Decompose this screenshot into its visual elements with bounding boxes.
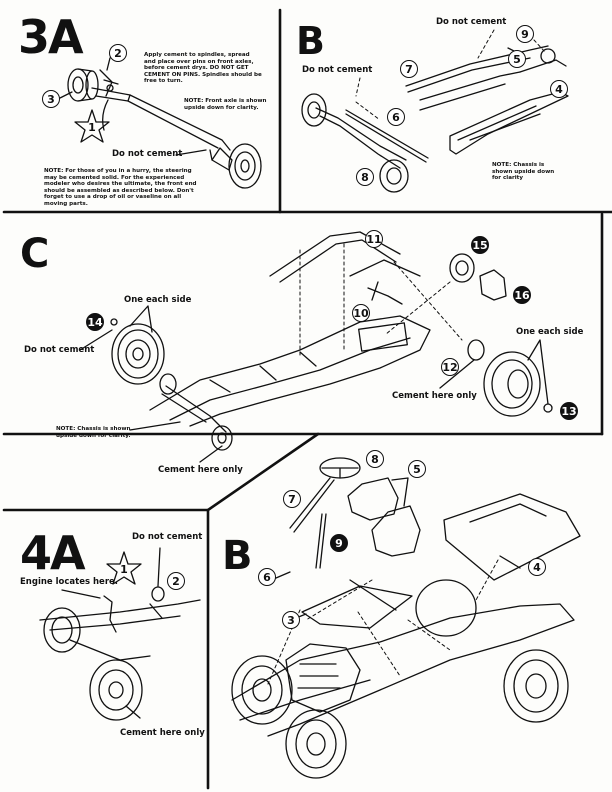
panel-3a-drawing (59, 57, 262, 189)
part-8-callout: 8 (356, 168, 374, 186)
panel-3b-drawing (301, 29, 569, 193)
part-1-star (74, 109, 110, 143)
panel-3b-do-not-cement-left: Do not cement (302, 65, 373, 75)
part-2-4a-callout: 2 (167, 572, 185, 590)
panel-3a-note-axle: NOTE: Front axle is shown upside down fo… (184, 98, 267, 111)
step-3a-heading: 3A (18, 10, 84, 64)
part-2-callout: 2 (109, 44, 127, 62)
part-7-callout: 7 (400, 60, 418, 78)
part-16-callout: 16 (513, 286, 531, 304)
step-3b-heading: B (296, 19, 325, 63)
panel-c-cement-here-only-bottom: Cement here only (158, 465, 243, 475)
part-13-callout: 13 (560, 402, 578, 420)
panel-c-one-each-side-right: One each side (516, 327, 584, 337)
panel-3b-note-chassis: NOTE: Chassis is shown upside down for c… (492, 162, 555, 182)
panel-4a-drawing (39, 547, 201, 721)
part-5-callout: 5 (508, 50, 526, 68)
part-10-callout: 10 (352, 304, 370, 322)
panel-3a-instruction: Apply cement to spindles, spread and pla… (144, 52, 262, 85)
part-6-callout: 6 (387, 108, 405, 126)
part-4-callout: 4 (550, 80, 568, 98)
part-3-4b-callout: 3 (282, 611, 300, 629)
panel-c-do-not-cement: Do not cement (24, 345, 95, 355)
part-1-star-callout: 1 (77, 112, 107, 142)
panel-c-cement-here-only-right: Cement here only (392, 391, 477, 401)
part-14-callout: 14 (86, 313, 104, 331)
panel-4a-do-not-cement: Do not cement (132, 532, 203, 542)
panel-4a-engine-locates: Engine locates here. (20, 577, 119, 587)
part-11-callout: 11 (365, 230, 383, 248)
panel-4b-drawing (231, 457, 581, 779)
part-5-4b-callout: 5 (408, 460, 426, 478)
part-1-star-4a-callout: 1 (109, 554, 139, 584)
panel-c-note-chassis: NOTE: Chassis is shown upside down for c… (56, 426, 131, 439)
part-12-callout: 12 (441, 358, 459, 376)
panel-4a-cement-here-only: Cement here only (120, 728, 205, 738)
part-4-4b-callout: 4 (528, 558, 546, 576)
panel-3b-do-not-cement-top: Do not cement (436, 17, 507, 27)
part-9-callout: 9 (516, 25, 534, 43)
panel-3a-note-hurry: NOTE: For those of you in a hurry, the s… (44, 168, 197, 207)
panel-3a-do-not-cement: Do not cement (112, 149, 183, 159)
part-1-4a-label: 1 (120, 562, 128, 576)
part-15-callout: 15 (471, 236, 489, 254)
part-7-4b-callout: 7 (283, 490, 301, 508)
step-c-heading: C (20, 231, 49, 277)
step-4a-heading: 4A (20, 526, 86, 580)
part-9-4b-callout: 9 (330, 534, 348, 552)
step-4b-heading: B (222, 533, 252, 579)
panel-borders (2, 8, 612, 790)
part-1-star-4a (106, 551, 142, 585)
part-1-label: 1 (88, 120, 96, 134)
panel-c-drawing (79, 231, 553, 463)
part-3-callout: 3 (42, 90, 60, 108)
part-6-4b-callout: 6 (258, 568, 276, 586)
part-8-4b-callout: 8 (366, 450, 384, 468)
panel-c-one-each-side-left: One each side (124, 295, 192, 305)
